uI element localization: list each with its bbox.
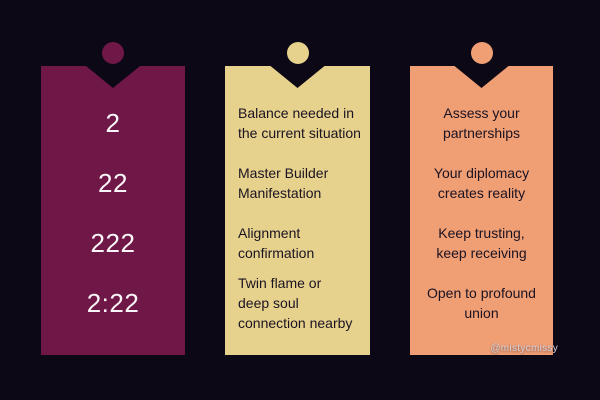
- guidance-item-4: Open to profound union: [427, 285, 536, 321]
- guidance-item-3: Keep trusting, keep receiving: [436, 225, 527, 261]
- meaning-item-2: Master Builder Manifestation: [238, 165, 329, 201]
- guidance-card: Assess your partnerships Your diplomacy …: [410, 66, 553, 355]
- card-angel-numbers: 2 22 222 2:22: [41, 42, 185, 355]
- meaning-item-3: Alignment confirmation: [238, 225, 315, 261]
- meaning-item-1: Balance needed in the current situation: [238, 105, 361, 141]
- pin-dot-icon: [286, 42, 309, 64]
- angel-number-2: 2: [105, 107, 121, 138]
- pin-dot-icon: [470, 42, 493, 64]
- pin-dot-icon: [102, 42, 124, 64]
- angel-number-2-22: 2:22: [86, 287, 140, 318]
- watermark-credit: @mistycmissy: [490, 343, 558, 354]
- angel-numbers-card: 2 22 222 2:22: [41, 66, 185, 355]
- card-guidance: Assess your partnerships Your diplomacy …: [410, 42, 553, 355]
- meanings-card: Balance needed in the current situation …: [225, 66, 370, 355]
- meaning-item-4: Twin flame or deep soul connection nearb…: [238, 275, 353, 331]
- angel-numbers-body: 2 22 222 2:22: [41, 93, 185, 333]
- angel-number-222: 222: [90, 227, 136, 258]
- guidance-item-2: Your diplomacy creates reality: [433, 165, 530, 201]
- guidance-body: Assess your partnerships Your diplomacy …: [410, 93, 553, 333]
- guidance-item-1: Assess your partnerships: [442, 105, 521, 141]
- card-meanings: Balance needed in the current situation …: [225, 42, 370, 355]
- angel-number-22: 22: [98, 167, 128, 198]
- meanings-body: Balance needed in the current situation …: [225, 93, 370, 333]
